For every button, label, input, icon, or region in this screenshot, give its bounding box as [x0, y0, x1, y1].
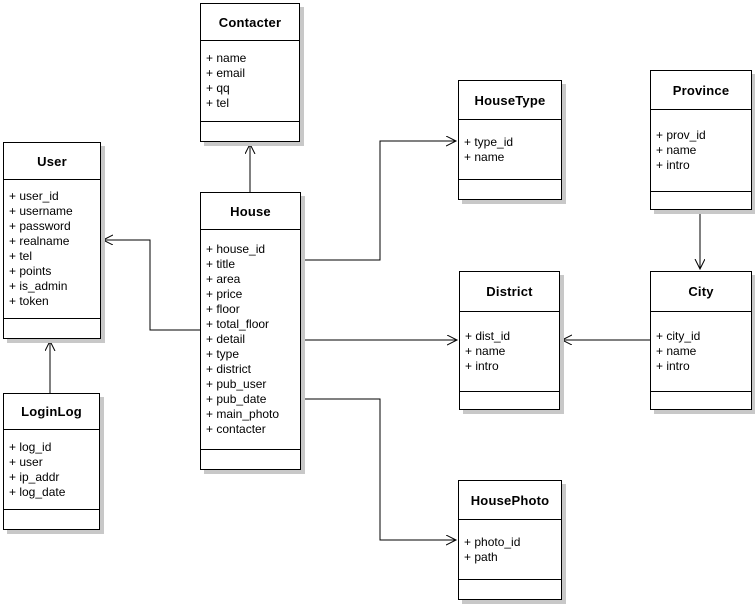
class-attribute: + user_id: [9, 189, 59, 203]
class-name: LoginLog: [21, 404, 82, 419]
class-methods-empty: [651, 391, 751, 411]
class-attribute: + type_id: [464, 134, 514, 149]
class-attribute: + contacter: [206, 422, 266, 436]
class-attribute: + ip_addr: [9, 469, 60, 484]
class-attribute: + realname: [9, 234, 70, 248]
class-attribute: + area: [206, 272, 241, 286]
relation-house-housetype: [301, 141, 456, 261]
class-attribute: + city_id: [656, 329, 701, 343]
class-name: Contacter: [218, 14, 282, 30]
class-attribute: + name: [465, 344, 506, 358]
class-attribute: + qq: [206, 81, 230, 95]
class-name: House: [230, 203, 271, 219]
class-box-user[interactable]: User + user_id+ username+ password+ real…: [3, 142, 101, 339]
class-attributes: + prov_id+ name+ intro: [651, 109, 751, 191]
class-attributes: + type_id+ name: [459, 119, 561, 179]
class-attribute: + title: [206, 257, 236, 271]
class-attribute: + email: [206, 66, 246, 80]
class-box-district[interactable]: District + dist_id+ name+ intro: [459, 271, 560, 410]
class-attribute: + user: [9, 454, 43, 469]
class-attribute: + name: [656, 143, 697, 157]
class-attribute: + price: [206, 287, 243, 301]
relation-house-housephoto: [301, 398, 456, 540]
class-attribute: + district: [206, 362, 252, 376]
class-attribute: + password: [9, 219, 71, 233]
class-methods-empty: [201, 449, 300, 471]
class-attribute: + tel: [206, 96, 230, 110]
class-attribute: + log_id: [9, 439, 52, 454]
class-attribute: + house_id: [206, 242, 266, 256]
class-attributes: + city_id+ name+ intro: [651, 311, 751, 391]
class-attribute: + tel: [9, 249, 33, 263]
class-methods-empty: [459, 579, 561, 601]
class-attribute: + intro: [465, 359, 499, 373]
class-attribute: + points: [9, 264, 52, 278]
class-attribute: + is_admin: [9, 279, 68, 293]
class-attributes: + house_id+ title+ area+ price+ floor+ t…: [201, 229, 300, 449]
class-attribute: + type: [206, 347, 240, 361]
class-attribute: + prov_id: [656, 128, 706, 142]
class-attribute: + path: [464, 549, 498, 564]
class-methods-empty: [460, 391, 559, 411]
class-box-city[interactable]: City + city_id+ name+ intro: [650, 271, 752, 410]
class-attribute: + token: [9, 294, 49, 308]
class-attribute: + total_floor: [206, 317, 270, 331]
class-attribute: + intro: [656, 158, 690, 172]
class-attributes: + name+ email+ qq+ tel: [201, 40, 299, 121]
class-methods-empty: [651, 191, 751, 211]
class-attributes: + log_id+ user+ ip_addr+ log_date: [4, 429, 99, 509]
class-box-contacter[interactable]: Contacter + name+ email+ qq+ tel: [200, 3, 300, 142]
class-methods-empty: [4, 509, 99, 531]
class-attribute: + detail: [206, 332, 246, 346]
class-attribute: + floor: [206, 302, 240, 316]
class-methods-empty: [4, 318, 100, 340]
class-attributes: + user_id+ username+ password+ realname+…: [4, 179, 100, 318]
class-attribute: + name: [656, 344, 697, 358]
class-attribute: + photo_id: [464, 534, 521, 549]
class-box-housetype[interactable]: HouseType + type_id+ name: [458, 80, 562, 200]
class-attribute: + name: [206, 51, 247, 65]
class-box-housephoto[interactable]: HousePhoto + photo_id+ path: [458, 480, 562, 600]
class-box-province[interactable]: Province + prov_id+ name+ intro: [650, 70, 752, 210]
class-attribute: + pub_date: [206, 392, 267, 406]
class-methods-empty: [459, 179, 561, 201]
class-box-loginlog[interactable]: LoginLog + log_id+ user+ ip_addr+ log_da…: [3, 393, 100, 530]
class-attribute: + dist_id: [465, 329, 511, 343]
class-attribute: + log_date: [9, 484, 66, 499]
class-name: District: [486, 284, 533, 299]
class-box-house[interactable]: House + house_id+ title+ area+ price+ fl…: [200, 192, 301, 470]
class-attribute: + username: [9, 204, 73, 218]
class-attribute: + main_photo: [206, 407, 280, 421]
class-attributes: + dist_id+ name+ intro: [460, 311, 559, 391]
class-attribute: + name: [464, 149, 505, 164]
class-attributes: + photo_id+ path: [459, 519, 561, 579]
class-name: User: [37, 153, 67, 169]
class-attribute: + pub_user: [206, 377, 267, 391]
class-name: HousePhoto: [470, 492, 550, 508]
class-methods-empty: [201, 121, 299, 143]
class-name: Province: [672, 82, 730, 98]
class-attribute: + intro: [656, 359, 690, 373]
class-name: HouseType: [474, 92, 546, 108]
class-name: City: [688, 284, 714, 299]
relation-house-user: [103, 240, 200, 331]
